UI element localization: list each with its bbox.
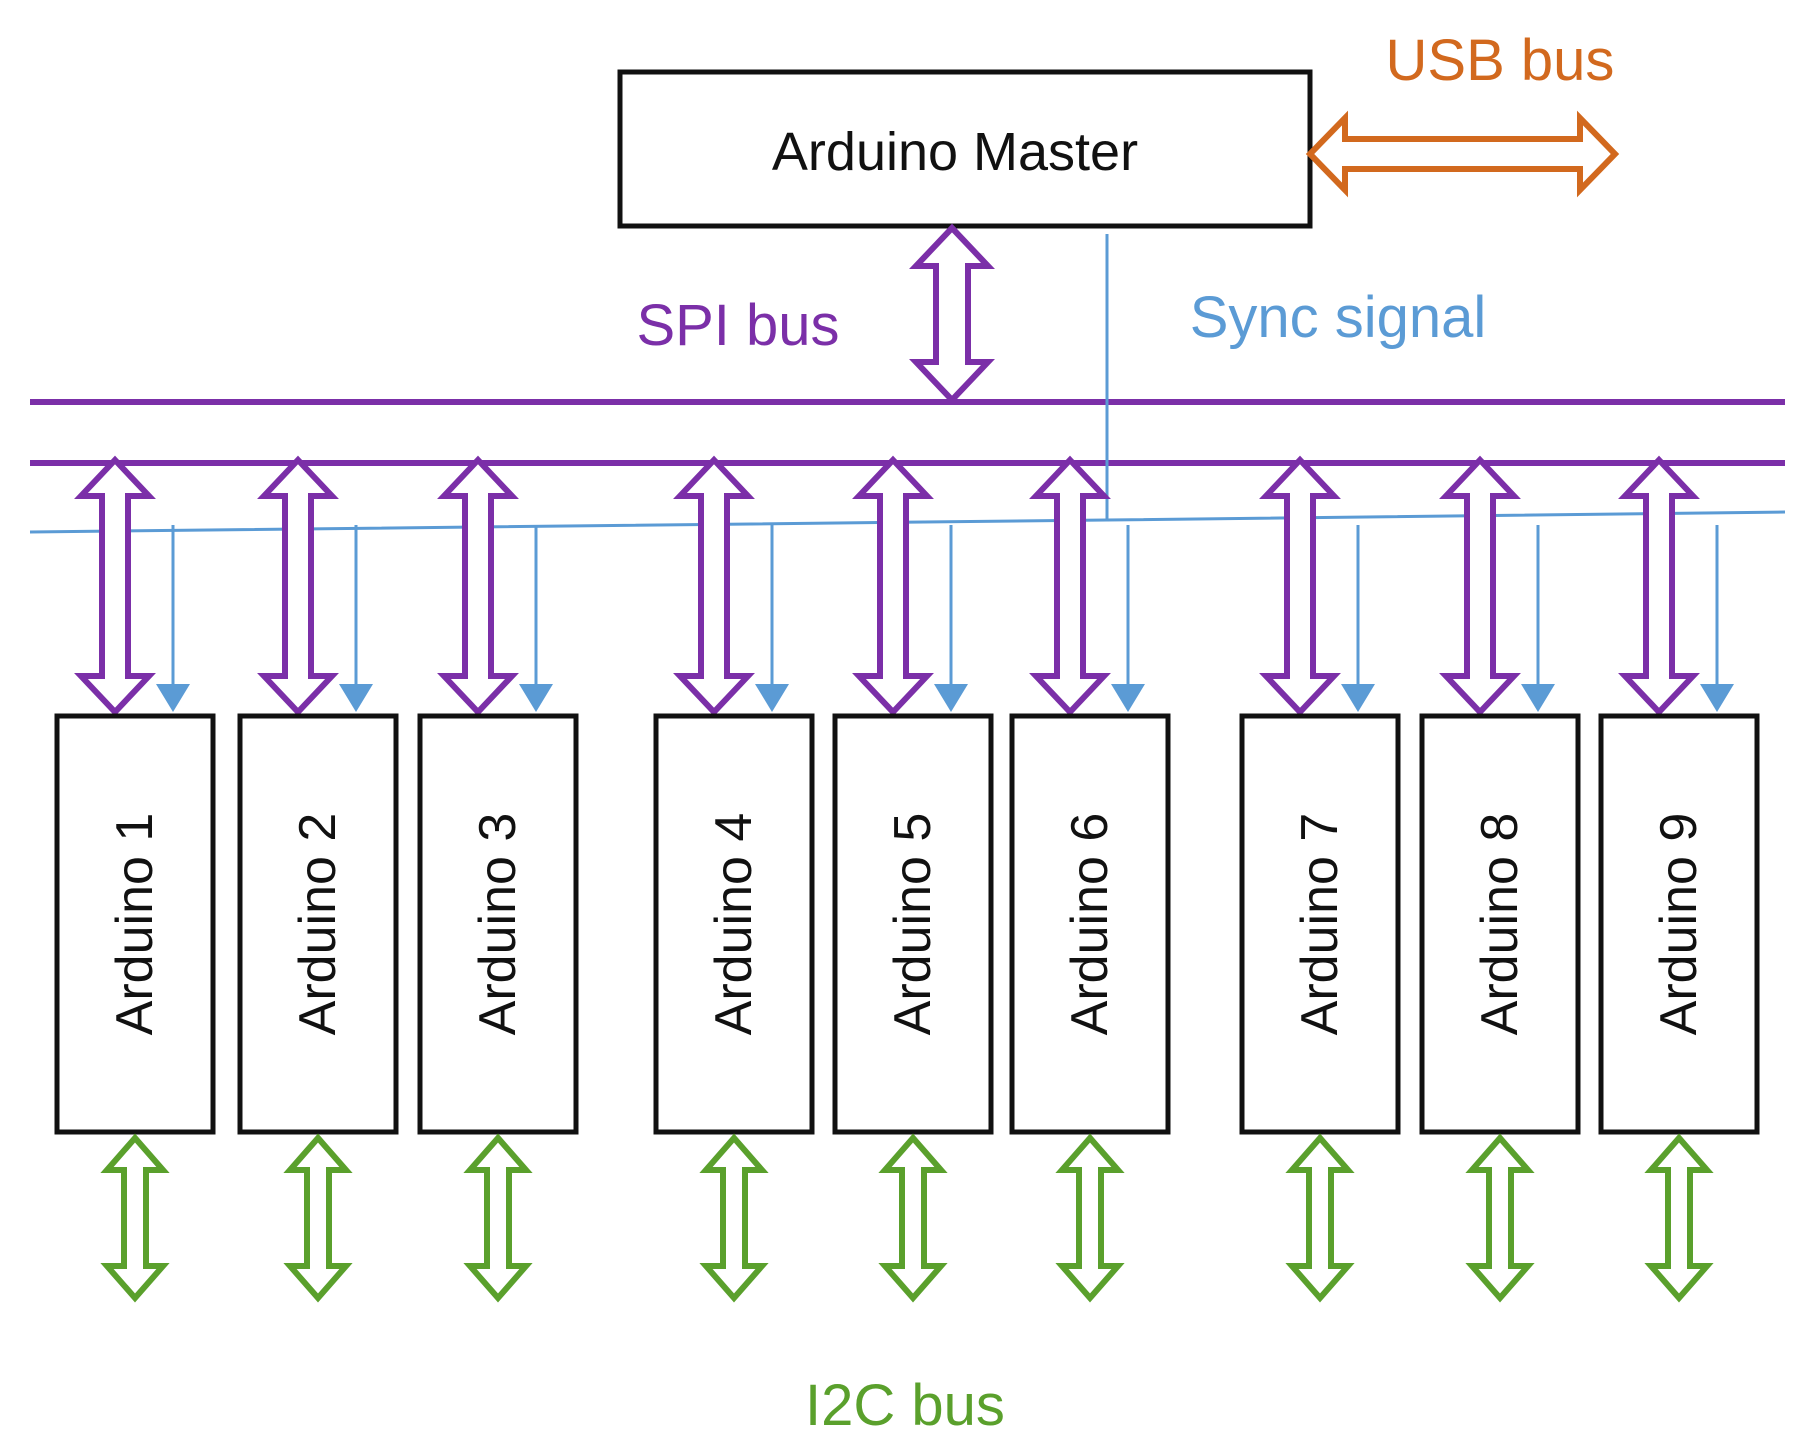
spi-bus: SPI bus (30, 223, 1785, 466)
slave-label: Arduino 5 (884, 813, 942, 1036)
i2c-double-arrow (1465, 1133, 1535, 1303)
i2c-double-arrow (283, 1133, 353, 1303)
sync-arrow-head (1521, 684, 1555, 712)
i2c-bus-label: I2C bus (805, 1373, 1005, 1438)
i2c-double-arrow (699, 1133, 769, 1303)
slave-nodes: Arduino 1 Arduino 2 Arduino 3 Arduino 4 Ardu… (54, 455, 1760, 1303)
slave-box (653, 713, 815, 1135)
i2c-double-arrow (463, 1133, 533, 1303)
master-box (617, 69, 1313, 229)
i2c-double-arrow (1644, 1133, 1714, 1303)
usb-bus: USB bus (1305, 28, 1620, 198)
slave-label: Arduino 8 (1471, 813, 1529, 1036)
slave-box (417, 713, 579, 1135)
sync-signal-label: Sync signal (1190, 285, 1487, 350)
sync-arrow-head (1700, 684, 1734, 712)
slave-node: Arduino 9 (1598, 455, 1760, 1303)
slave-label: Arduino 3 (469, 813, 527, 1036)
sync-arrow-head (1341, 684, 1375, 712)
spi-slave-double-arrow (673, 455, 755, 717)
slave-label: Arduino 4 (705, 813, 763, 1036)
slave-box (54, 713, 216, 1135)
i2c-double-arrow (878, 1133, 948, 1303)
i2c-double-arrow (100, 1133, 170, 1303)
spi-slave-double-arrow (1029, 455, 1111, 717)
slave-node: Arduino 3 (417, 455, 579, 1303)
spi-slave-double-arrow (1618, 455, 1700, 717)
slave-box (1239, 713, 1401, 1135)
slave-label: Arduino 6 (1061, 813, 1119, 1036)
slave-box (1419, 713, 1581, 1135)
slave-node: Arduino 4 (653, 455, 815, 1303)
spi-slave-double-arrow (1259, 455, 1341, 717)
i2c-double-arrow (1285, 1133, 1355, 1303)
slave-node: Arduino 5 (832, 455, 994, 1303)
slave-label: Arduino 2 (289, 813, 347, 1036)
spi-slave-double-arrow (852, 455, 934, 717)
sync-arrow-head (1111, 684, 1145, 712)
slave-box (1009, 713, 1171, 1135)
usb-double-arrow (1305, 110, 1620, 198)
master-label: Arduino Master (772, 122, 1138, 182)
slave-node: Arduino 7 (1239, 455, 1401, 1303)
slave-node: Arduino 6 (1009, 455, 1171, 1303)
sync-arrow-head (339, 684, 373, 712)
spi-master-double-arrow (909, 223, 995, 405)
slave-box (832, 713, 994, 1135)
spi-bus-label: SPI bus (636, 293, 839, 358)
slave-node: Arduino 2 (237, 455, 399, 1303)
slave-node: Arduino 8 (1419, 455, 1581, 1303)
sync-arrow-head (755, 684, 789, 712)
spi-slave-double-arrow (437, 455, 519, 717)
usb-bus-label: USB bus (1386, 28, 1615, 93)
slave-label: Arduino 9 (1650, 813, 1708, 1036)
spi-slave-double-arrow (1439, 455, 1521, 717)
slave-node: Arduino 1 (54, 455, 216, 1303)
i2c-double-arrow (1055, 1133, 1125, 1303)
sync-arrow-head (156, 684, 190, 712)
master-node: Arduino Master (617, 69, 1313, 229)
sync-arrow-head (934, 684, 968, 712)
slave-box (237, 713, 399, 1135)
sync-arrow-head (519, 684, 553, 712)
spi-slave-double-arrow (257, 455, 339, 717)
spi-slave-double-arrow (74, 455, 156, 717)
slave-label: Arduino 1 (106, 813, 164, 1036)
slave-box (1598, 713, 1760, 1135)
sync-signal: Sync signal (29, 234, 1786, 534)
sync-bus-line (29, 510, 1786, 534)
slave-label: Arduino 7 (1291, 813, 1349, 1036)
